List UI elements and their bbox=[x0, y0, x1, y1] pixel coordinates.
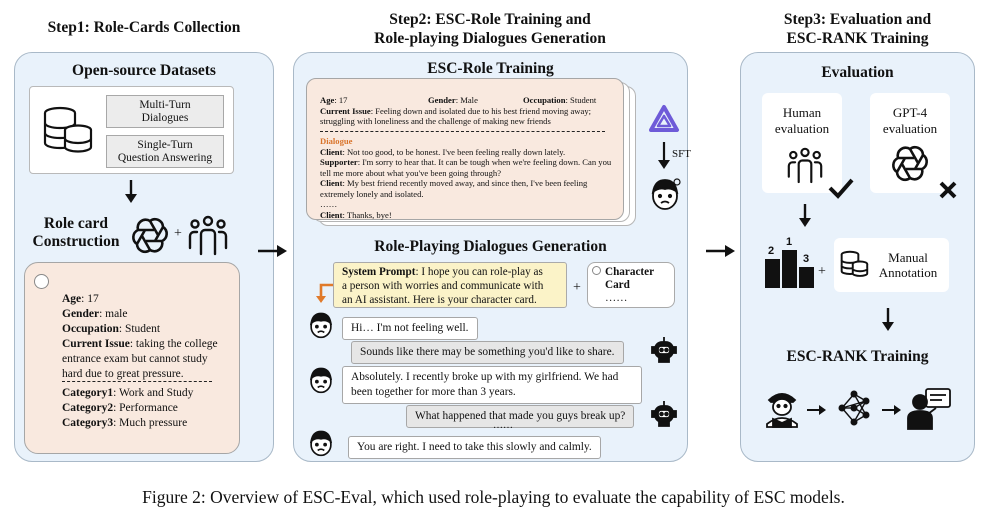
client-bubble-1: Hi… I'm not feeling well. bbox=[342, 317, 478, 340]
supporter-bubble-1: Sounds like there may be something you'd… bbox=[351, 341, 624, 364]
step2-header-line2: Role-playing Dialogues Generation bbox=[374, 30, 606, 47]
cross-icon bbox=[939, 181, 957, 199]
system-prompt-box: System Prompt: I hope you can role-play … bbox=[333, 262, 567, 308]
right-arrow-icon-2 bbox=[706, 245, 735, 257]
sft-label: SFT bbox=[672, 148, 691, 160]
openai-icon-2 bbox=[892, 146, 928, 181]
sft-arrow-icon bbox=[658, 142, 670, 169]
training-card bbox=[306, 78, 624, 220]
client-bubble-2: Absolutely. I recently broke up with my … bbox=[342, 366, 642, 404]
robot-icon-1 bbox=[651, 337, 677, 363]
human-eval-box bbox=[762, 93, 842, 193]
arrow-icon-b bbox=[882, 405, 901, 415]
step2-header-line1: Step2: ESC-Role Training and bbox=[389, 11, 591, 28]
database-icon-2 bbox=[840, 250, 869, 277]
database-icon bbox=[43, 106, 93, 153]
datasets-title: Open-source Datasets bbox=[72, 62, 216, 79]
step3-header: Step3: Evaluation and ESC-RANK Training bbox=[740, 10, 975, 48]
character-card-box bbox=[587, 262, 675, 308]
people-group-icon-2 bbox=[787, 147, 823, 184]
step1-header: Step1: Role-Cards Collection bbox=[47, 19, 241, 36]
reader-person-icon bbox=[766, 393, 798, 428]
people-group-icon bbox=[188, 215, 228, 256]
training-card-divider bbox=[320, 131, 605, 132]
plus-sign-2: + bbox=[573, 280, 581, 295]
right-arrow-icon bbox=[258, 245, 287, 257]
openai-icon bbox=[132, 218, 168, 253]
role-card-text: Age: 17 Gender: male Occupation: Student… bbox=[62, 293, 218, 380]
neural-network-icon bbox=[838, 390, 870, 426]
model-logo-icon bbox=[649, 105, 679, 132]
training-card-header: Age: 17 Gender: Male Occupation: Student… bbox=[320, 95, 597, 126]
client-face-icon-3 bbox=[309, 430, 333, 457]
down-arrow-icon-3 bbox=[882, 308, 894, 331]
esc-role-training-title: ESC-Role Training bbox=[427, 60, 554, 77]
down-arrow-icon bbox=[125, 180, 137, 203]
arrow-icon-a bbox=[807, 405, 826, 415]
card-divider bbox=[62, 381, 212, 382]
presenter-icon bbox=[907, 388, 951, 430]
podium-icon: 2 1 3 bbox=[765, 236, 815, 288]
role-card-categories: Category1: Work and Study Category2: Per… bbox=[62, 387, 194, 429]
down-arrow-icon-2 bbox=[799, 204, 811, 227]
evaluation-title: Evaluation bbox=[821, 64, 894, 81]
robot-icon-2 bbox=[651, 401, 677, 427]
step3-header-line2: ESC-RANK Training bbox=[786, 30, 929, 47]
client-face-icon-1 bbox=[309, 312, 333, 339]
check-icon bbox=[828, 178, 854, 199]
character-card-text: Character Card …… bbox=[605, 266, 655, 304]
card-hole-icon bbox=[34, 274, 49, 289]
step2-header: Step2: ESC-Role Training and Role-playin… bbox=[295, 10, 685, 48]
supporter-bubble-2: What happened that made you guys break u… bbox=[406, 405, 635, 428]
client-face-icon bbox=[651, 178, 681, 210]
dialogue-ellipsis: …… bbox=[493, 420, 513, 431]
step3-header-line1: Step3: Evaluation and bbox=[783, 11, 932, 28]
role-card-construction-label: Role card Construction bbox=[32, 215, 120, 250]
esc-rank-title: ESC-RANK Training bbox=[786, 348, 929, 365]
client-bubble-3: You are right. I need to take this slowl… bbox=[348, 436, 601, 459]
figure-caption: Figure 2: Overview of ESC-Eval, which us… bbox=[142, 487, 845, 507]
character-card-hole-icon bbox=[592, 266, 601, 275]
dialogues-generation-title: Role-Playing Dialogues Generation bbox=[374, 238, 607, 255]
client-face-icon-2 bbox=[309, 367, 333, 394]
plus-sign: + bbox=[174, 226, 182, 241]
role-card bbox=[24, 262, 240, 454]
training-card-dialogue: Dialogue Client: Not too good, to be hon… bbox=[320, 136, 612, 220]
plus-sign-3: + bbox=[818, 264, 826, 279]
orange-arrow-icon bbox=[316, 283, 333, 303]
